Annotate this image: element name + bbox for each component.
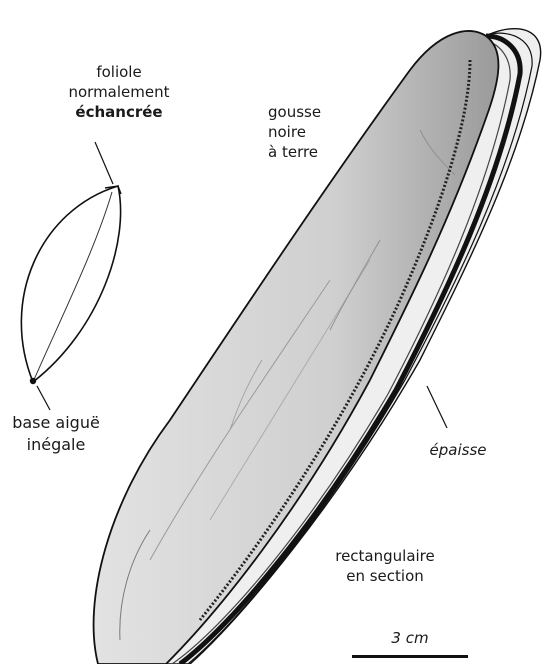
scale-bar	[352, 655, 468, 658]
leader-line-leaflet	[95, 142, 113, 184]
leaflet-label: foliole normalement échancrée	[52, 62, 186, 122]
leaflet-drawing	[21, 186, 121, 384]
section-label: rectangulaire en section	[310, 546, 460, 586]
base-label: base aiguë inégale	[4, 412, 108, 456]
scale-label: 3 cm	[360, 628, 460, 648]
leader-line-thick	[427, 386, 447, 428]
pod-label: gousse noire à terre	[268, 102, 350, 162]
leader-line-base	[37, 386, 50, 410]
thick-label: épaisse	[420, 440, 496, 460]
